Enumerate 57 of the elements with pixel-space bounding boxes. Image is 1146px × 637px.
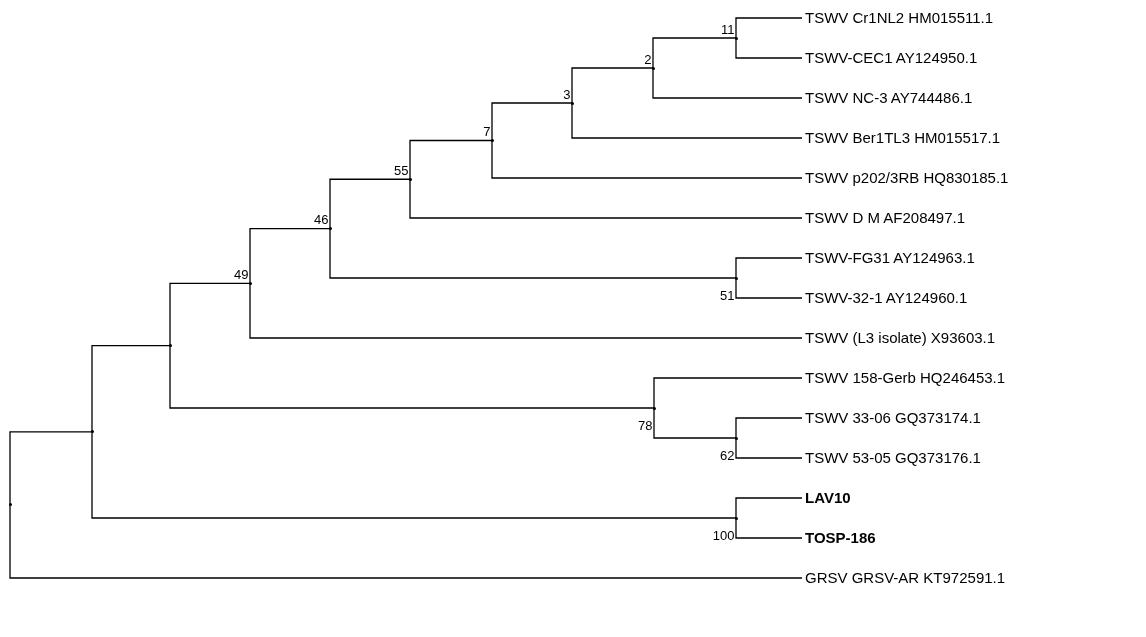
branch-line (735, 37, 803, 59)
branch-line (9, 431, 93, 506)
branch-line (329, 228, 737, 279)
branch-line (169, 282, 251, 347)
branch-line (491, 102, 573, 142)
taxon-label: TSWV 33-06 GQ373174.1 (805, 409, 981, 427)
taxon-label: TSWV-CEC1 AY124950.1 (805, 49, 978, 67)
taxon-label: TSWV 53-05 GQ373176.1 (805, 449, 981, 467)
branch-line (249, 282, 803, 339)
taxon-label: TSWV-32-1 AY124960.1 (805, 289, 968, 307)
taxon-label: TOSP-186 (805, 529, 876, 547)
bootstrap-value: 11 (721, 22, 735, 37)
taxon-label: TSWV p202/3RB HQ830185.1 (805, 169, 1009, 187)
branch-line (735, 277, 803, 299)
branch-line (329, 178, 411, 230)
taxon-label: GRSV GRSV-AR KT972591.1 (805, 569, 1006, 587)
branch-line (249, 228, 331, 284)
taxon-label: TSWV Ber1TL3 HM015517.1 (805, 129, 1001, 147)
branch-line (652, 37, 737, 69)
branch-line (652, 67, 803, 99)
bootstrap-value: 49 (234, 267, 249, 282)
taxon-label: TSWV (L3 isolate) X93603.1 (805, 329, 996, 347)
taxon-label: LAV10 (805, 489, 851, 507)
taxon-label: TSWV Cr1NL2 HM015511.1 (805, 9, 994, 27)
bootstrap-value: 55 (394, 163, 409, 178)
branch-line (169, 345, 655, 409)
branch-line (91, 431, 737, 519)
branch-line (571, 102, 803, 139)
bootstrap-value: 2 (644, 52, 652, 67)
bootstrap-value: 7 (483, 125, 491, 139)
bootstrap-value: 62 (720, 448, 735, 463)
taxon-label: TSWV D M AF208497.1 (805, 209, 966, 227)
branch-line (91, 345, 171, 433)
branch-line (735, 417, 803, 439)
branch-line (571, 67, 654, 104)
bootstrap-value: 46 (314, 213, 329, 228)
bootstrap-value: 78 (638, 418, 653, 433)
taxon-label: TSWV-FG31 AY124963.1 (805, 249, 975, 267)
bootstrap-value: 100 (712, 528, 735, 543)
bootstrap-value: 3 (563, 87, 571, 102)
branch-line (735, 257, 803, 279)
branch-line (735, 517, 803, 539)
taxon-label: TSWV NC-3 AY744486.1 (805, 89, 973, 107)
branch-line (735, 17, 803, 39)
branch-node (168, 344, 172, 348)
branch-line (653, 407, 737, 439)
branch-line (9, 504, 803, 579)
branch-line (409, 139, 493, 180)
branch-line (491, 139, 803, 179)
taxon-label: TSWV 158-Gerb HQ246453.1 (805, 369, 1006, 387)
bootstrap-value: 51 (720, 288, 735, 303)
branch-node (8, 503, 12, 507)
branch-line (653, 377, 803, 409)
branch-line (409, 178, 803, 219)
branch-line (735, 497, 803, 519)
branch-line (735, 437, 803, 459)
branch-node (90, 430, 94, 434)
